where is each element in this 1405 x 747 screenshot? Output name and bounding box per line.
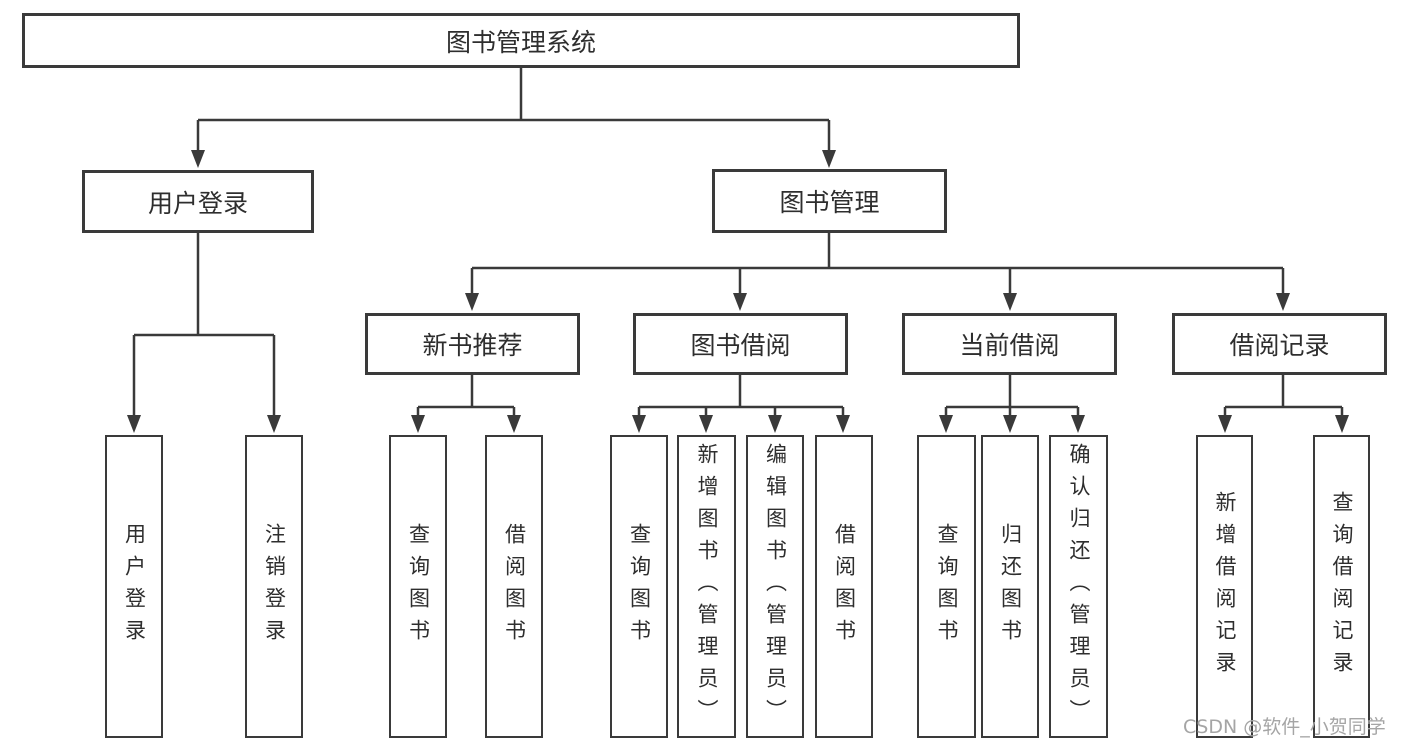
leaf-logout: 注销登录 [245,435,303,738]
node-book-management: 图书管理 [712,169,947,233]
node-user-login: 用户登录 [82,170,314,233]
node-new-book-recommend: 新书推荐 [365,313,580,375]
leaf-bb-query-books-label: 查询图书 [627,522,652,651]
leaf-bb-add-books-admin: 新增图书（管理员） [677,435,736,738]
leaf-logout-label: 注销登录 [262,522,287,651]
node-new-book-recommend-label: 新书推荐 [422,331,523,360]
watermark: CSDN @软件_小贺同学 [1183,716,1386,738]
leaf-bb-edit-books-admin-label: 编辑图书（管理员） [763,442,788,731]
leaf-br-add-record-label: 新增借阅记录 [1213,490,1237,683]
node-user-login-label: 用户登录 [147,188,248,218]
leaf-br-query-record: 查询借阅记录 [1313,435,1370,738]
leaf-cb-return-books: 归还图书 [981,435,1039,738]
node-current-borrowing: 当前借阅 [902,313,1117,375]
leaf-br-add-record: 新增借阅记录 [1196,435,1253,738]
leaf-bb-edit-books-admin: 编辑图书（管理员） [746,435,804,738]
leaf-bb-borrow-books: 借阅图书 [815,435,873,738]
leaf-user-login: 用户登录 [105,435,163,738]
leaf-bb-borrow-books-label: 借阅图书 [832,522,857,651]
leaf-user-login-label: 用户登录 [122,522,147,651]
node-book-borrowing: 图书借阅 [633,313,848,375]
leaf-cb-return-books-label: 归还图书 [998,522,1023,651]
leaf-nb-borrow-books: 借阅图书 [485,435,543,738]
leaf-bb-query-books: 查询图书 [610,435,668,738]
leaf-cb-query-books: 查询图书 [917,435,976,738]
leaf-cb-confirm-return-admin: 确认归还（管理员） [1049,435,1108,738]
leaf-br-query-record-label: 查询借阅记录 [1330,490,1354,683]
leaf-nb-query-books-label: 查询图书 [406,522,431,651]
leaf-cb-query-books-label: 查询图书 [935,522,959,651]
node-current-borrowing-label: 当前借阅 [959,331,1060,360]
node-book-borrowing-label: 图书借阅 [690,331,791,360]
leaf-nb-query-books: 查询图书 [389,435,447,738]
leaf-bb-add-books-admin-label: 新增图书（管理员） [695,442,719,731]
leaf-nb-borrow-books-label: 借阅图书 [502,522,527,651]
node-root: 图书管理系统 [22,13,1020,68]
node-root-label: 图书管理系统 [445,27,596,57]
node-book-management-label: 图书管理 [779,188,880,217]
leaf-cb-confirm-return-admin-label: 确认归还（管理员） [1067,442,1091,731]
node-borrowing-records-label: 借阅记录 [1229,331,1330,360]
connector-path [132,68,1344,419]
node-borrowing-records: 借阅记录 [1172,313,1387,375]
